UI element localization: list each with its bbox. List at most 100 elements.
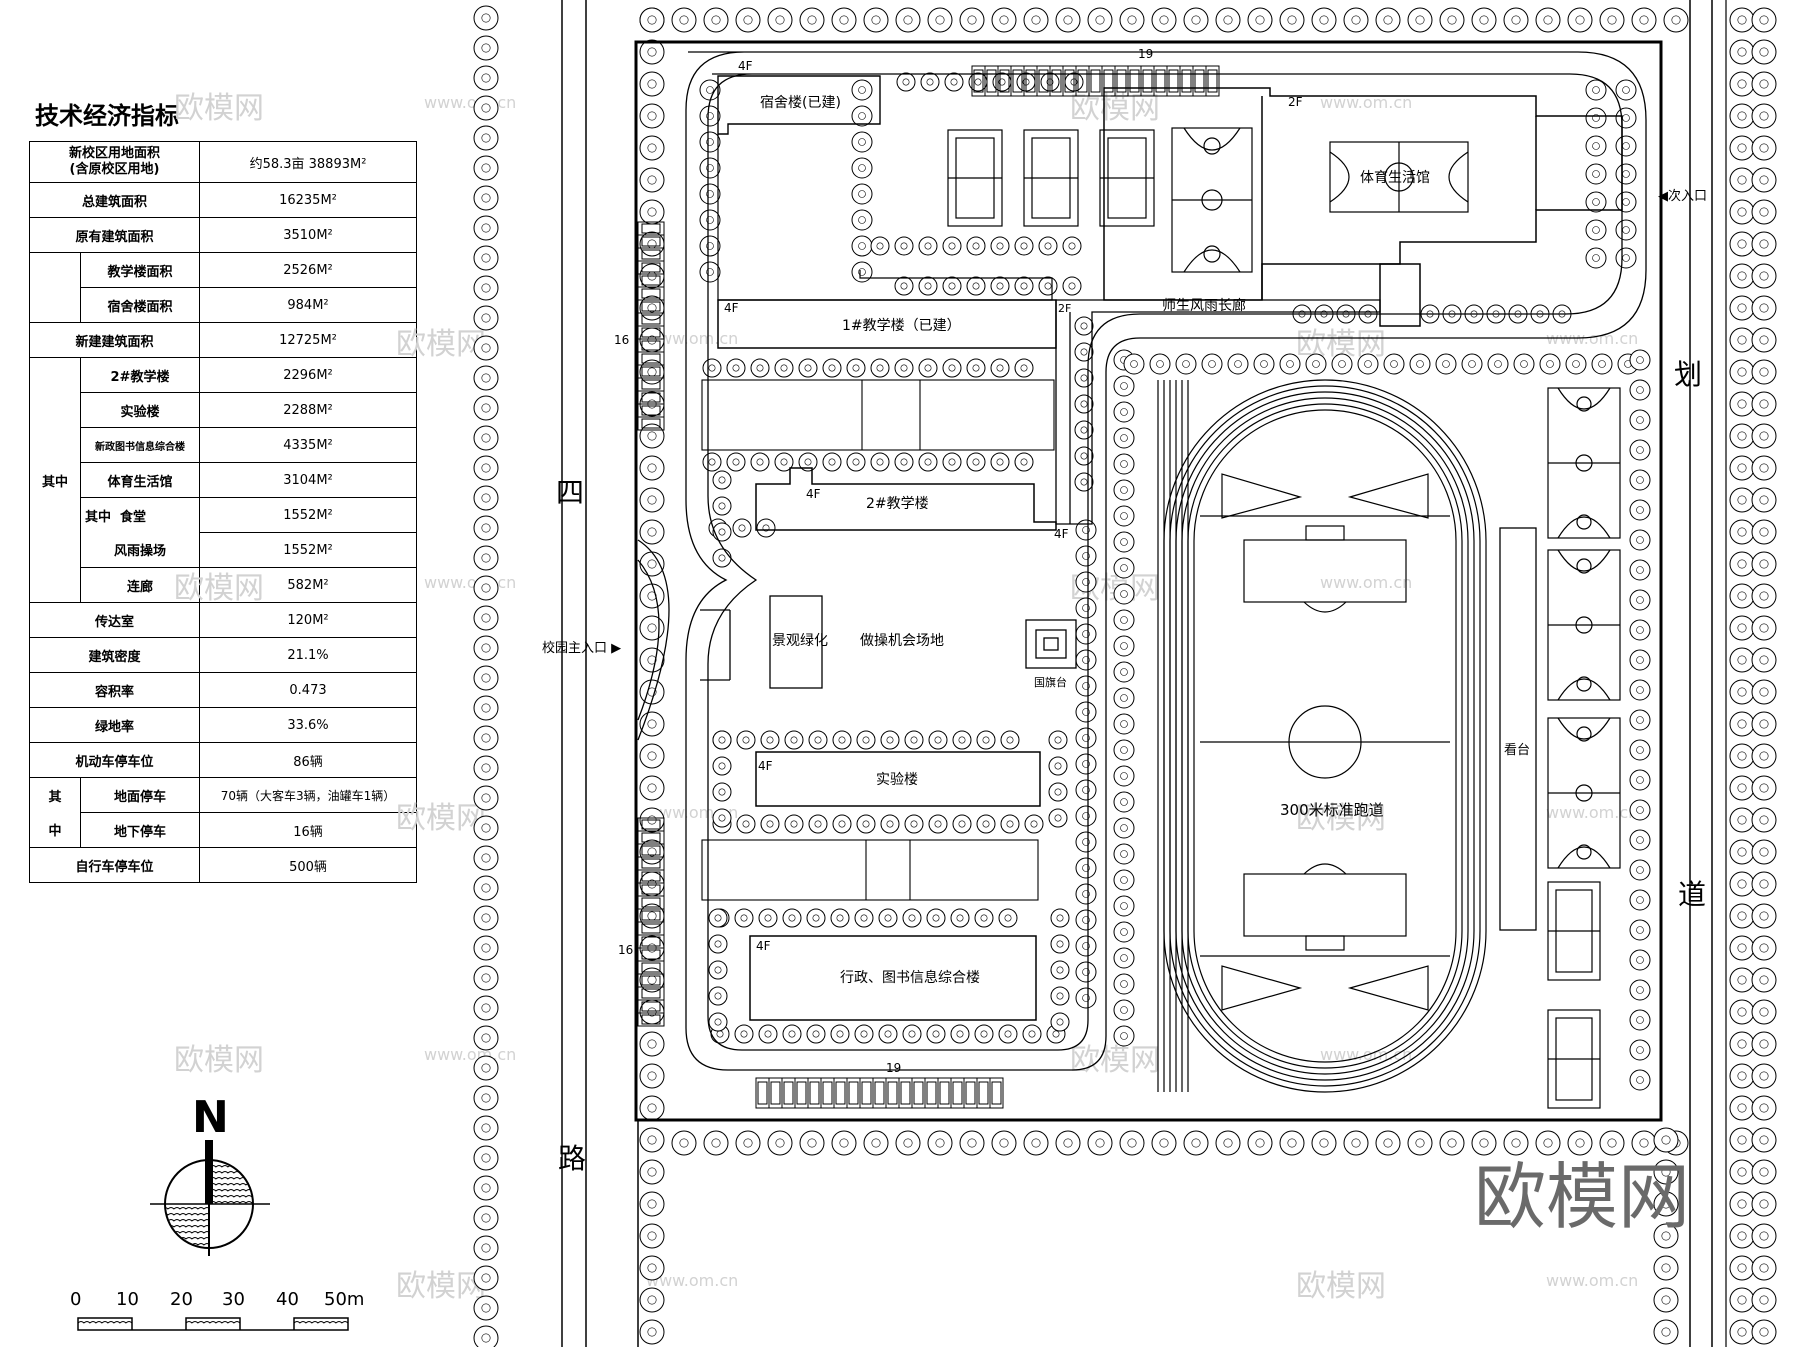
tree-icon: [1487, 353, 1509, 375]
tree-icon: [942, 452, 962, 472]
tree-icon: [1729, 1159, 1755, 1185]
tree-icon: [808, 814, 828, 834]
tree-icon: [639, 39, 665, 65]
tree-icon: [832, 814, 852, 834]
volleyball-court: [1547, 881, 1601, 981]
tree-icon: [1629, 409, 1651, 431]
tree-icon: [1751, 903, 1777, 929]
watermark-text: 欧模网: [174, 1043, 264, 1078]
tree-icon: [639, 1127, 665, 1153]
tree-icon: [639, 519, 665, 545]
parking-rows: [637, 65, 1220, 1109]
tree-icon: [1751, 455, 1777, 481]
scale-bar: 0 10 20 30 40 50m: [70, 1289, 364, 1331]
tree-icon: [1253, 353, 1275, 375]
tree-icon: [750, 452, 770, 472]
tree-icon: [1729, 711, 1755, 737]
table-row: 其中 2#教学楼 2296M²: [29, 357, 417, 603]
tree-icon: [1591, 353, 1613, 375]
tree-icon: [1113, 973, 1135, 995]
dorm-floors: 4F: [738, 59, 753, 73]
tree-icon: [1629, 1009, 1651, 1031]
watermark-url: www.om.cn: [424, 1045, 516, 1064]
tree-icon: [1615, 107, 1637, 129]
tree-icon: [878, 1024, 898, 1044]
tree-icon: [1629, 439, 1651, 461]
tree-icon: [639, 1159, 665, 1185]
tree-icon: [1000, 814, 1020, 834]
tree-icon: [1729, 39, 1755, 65]
parking-count-south: 19: [886, 1061, 901, 1075]
tree-icon: [904, 814, 924, 834]
tree-icon: [1247, 1130, 1273, 1156]
tree-icon: [1357, 353, 1379, 375]
tennis-courts: [947, 129, 1155, 227]
tree-icon: [1751, 295, 1777, 321]
table-row: 实验楼 2288M²: [30, 392, 417, 428]
tree-icon: [1343, 1130, 1369, 1156]
site-boundary: [634, 40, 1663, 1122]
tree-icon: [1629, 1069, 1651, 1091]
tree-icon: [473, 95, 499, 121]
tree-icon: [1751, 1159, 1777, 1185]
tree-icon: [1729, 839, 1755, 865]
tree-icon: [473, 425, 499, 451]
parking-count-north: 19: [1138, 47, 1153, 61]
indicator-table: 新校区用地面积 (含原校区用地) 约58.3亩 38893M² 总建筑面积 16…: [29, 141, 417, 883]
watermark-text: 欧模网: [174, 571, 264, 606]
tree-icon: [1729, 423, 1755, 449]
tree-icon: [1729, 231, 1755, 257]
tree-icon: [1585, 163, 1607, 185]
table-row: 自行车停车位 500辆: [29, 847, 417, 883]
tree-icon: [1075, 675, 1097, 697]
tree-icon: [735, 7, 761, 33]
tree-icon: [1151, 7, 1177, 33]
tree-icon: [1653, 1127, 1679, 1153]
tree-icon: [856, 814, 876, 834]
tree-icon: [830, 908, 850, 928]
admin-building: [749, 935, 1037, 1021]
tree-icon: [1375, 1130, 1401, 1156]
tree-icon: [1729, 1127, 1755, 1153]
tree-icon: [1751, 935, 1777, 961]
basketball-court-east: [1547, 549, 1621, 701]
tree-icon: [1629, 469, 1651, 491]
tree-icon: [473, 1115, 499, 1141]
tree-icon: [880, 730, 900, 750]
teaching2-floors: 4F: [806, 487, 821, 501]
watermark-url: www.om.cn: [1546, 329, 1638, 348]
tree-icon: [1050, 986, 1070, 1006]
tree-icon: [1123, 353, 1145, 375]
tree-icon: [473, 935, 499, 961]
parking-row: [637, 221, 665, 431]
tree-icon: [699, 235, 721, 257]
tree-icon: [1075, 649, 1097, 671]
tree-icon: [1113, 453, 1135, 475]
ring-road-inner: [707, 73, 1623, 1051]
tree-icon: [1751, 199, 1777, 225]
tree-icon: [473, 455, 499, 481]
tree-icon: [1279, 1130, 1305, 1156]
tree-icon: [1751, 519, 1777, 545]
secondary-entrance-label: ◀次入口: [1658, 188, 1707, 204]
tree-icon: [473, 995, 499, 1021]
tree-icon: [1183, 7, 1209, 33]
tree-icon: [854, 908, 874, 928]
west-road-label-2: 路: [558, 1142, 586, 1175]
tree-icon: [1629, 949, 1651, 971]
tree-icon: [473, 1295, 499, 1321]
tree-icon: [473, 635, 499, 661]
tree-icon: [702, 358, 722, 378]
watermark-url: www.om.cn: [1546, 803, 1638, 822]
tree-icon: [1729, 615, 1755, 641]
tree-icon: [1751, 1063, 1777, 1089]
north-letter: N: [192, 1092, 229, 1143]
tree-icon: [1074, 420, 1094, 440]
tree-icon: [1729, 295, 1755, 321]
watermark-text: 欧模网: [1296, 801, 1386, 836]
tree-icon: [784, 814, 804, 834]
tree-rows: [473, 5, 1777, 1347]
tree-icon: [703, 1130, 729, 1156]
tree-icon: [1751, 263, 1777, 289]
tree-icon: [1113, 687, 1135, 709]
